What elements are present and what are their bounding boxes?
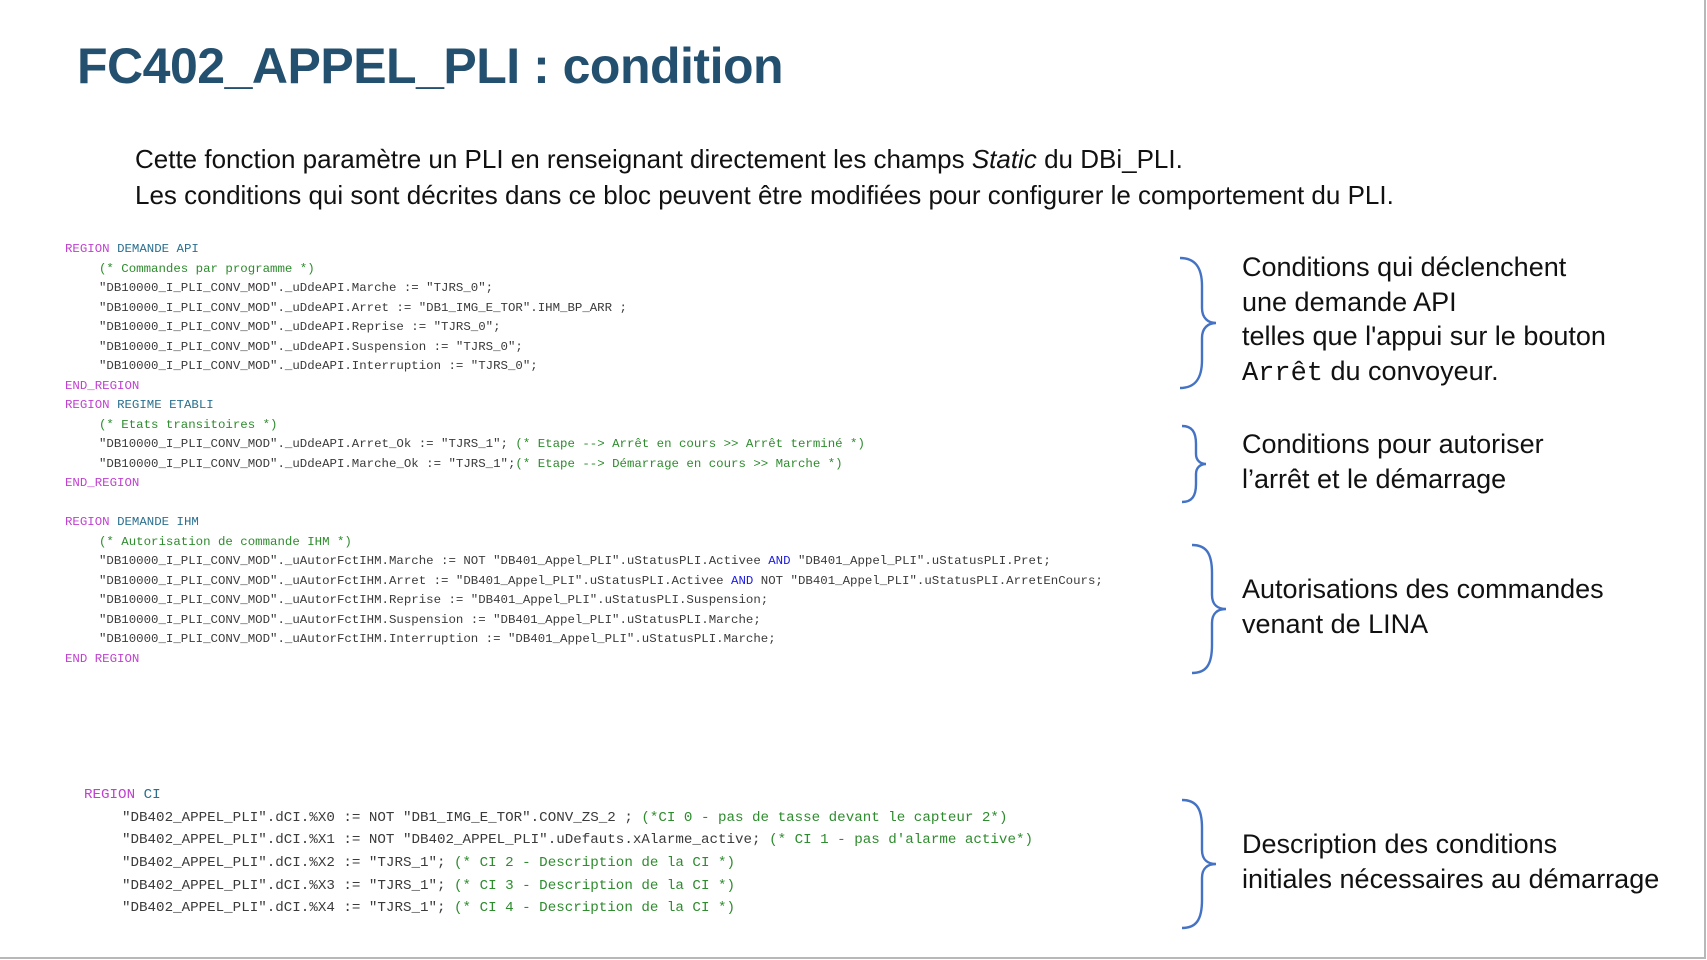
region-keyword: REGION — [65, 398, 110, 412]
code-line: "DB402_APPEL_PLI".dCI.%X1 := NOT "DB402_… — [84, 829, 1033, 852]
code-block-main: REGION DEMANDE API (* Commandes par prog… — [65, 240, 1103, 669]
code-line: "DB10000_I_PLI_CONV_MOD"._uDdeAPI.Marche… — [99, 281, 494, 295]
code-line: "DB402_APPEL_PLI".dCI.%X0 := NOT "DB1_IM… — [84, 807, 1033, 830]
code-text: "DB402_APPEL_PLI".dCI.%X4 := "TJRS_1"; — [122, 900, 455, 917]
brace-icon — [1181, 798, 1217, 930]
code-line: REGION DEMANDE IHM — [65, 513, 1103, 533]
annotation-mono-text: Arrêt — [1242, 358, 1324, 389]
code-text: "DB402_APPEL_PLI".dCI.%X0 := NOT "DB1_IM… — [122, 809, 642, 826]
code-line: "DB10000_I_PLI_CONV_MOD"._uAutorFctIHM.M… — [65, 552, 1103, 572]
end-region: END_REGION — [65, 378, 140, 393]
operator-and: AND — [731, 573, 754, 588]
code-comment: (* CI 4 - Description de la CI *) — [454, 900, 736, 917]
code-line: "DB10000_I_PLI_CONV_MOD"._uAutorFctIHM.S… — [99, 612, 761, 627]
description-text: du DBi_PLI. — [1036, 144, 1183, 174]
code-comment: (* CI 3 - Description de la CI *) — [454, 877, 736, 894]
code-line: "DB10000_I_PLI_CONV_MOD"._uDdeAPI.Arret … — [99, 300, 627, 315]
code-line: "DB10000_I_PLI_CONV_MOD"._uDdeAPI.Suspen… — [99, 339, 523, 354]
code-line: "DB402_APPEL_PLI".dCI.%X3 := "TJRS_1"; (… — [84, 875, 1033, 898]
annotation-line: une demande API — [1242, 286, 1457, 317]
code-line: "DB402_APPEL_PLI".dCI.%X4 := "TJRS_1"; (… — [84, 897, 1033, 920]
code-comment: (* Commandes par programme *) — [99, 261, 315, 276]
code-comment: (* Autorisation de commande IHM *) — [99, 534, 352, 549]
slide-title: FC402_APPEL_PLI : condition — [77, 38, 784, 94]
code-text: "DB10000_I_PLI_CONV_MOD"._uDdeAPI.Marche… — [99, 456, 516, 471]
code-text: "DB402_APPEL_PLI".dCI.%X3 := "TJRS_1"; — [122, 877, 455, 894]
code-comment: (* Etape --> Arrêt en cours >> Arrêt ter… — [515, 437, 865, 451]
annotation-line: Autorisations des commandes — [1242, 574, 1604, 604]
code-block-ci: REGION CI "DB402_APPEL_PLI".dCI.%X0 := N… — [84, 784, 1033, 920]
brace-icon — [1179, 256, 1217, 390]
code-text: "DB10000_I_PLI_CONV_MOD"._uDdeAPI.Arret_… — [99, 437, 516, 451]
description-italic: Static — [971, 144, 1037, 174]
code-comment: (* CI 2 - Description de la CI *) — [454, 855, 736, 872]
annotation-demande-ihm: Autorisations des commandes venant de LI… — [1242, 572, 1604, 641]
annotation-line: Arrêt du convoyeur. — [1242, 354, 1606, 389]
code-comment: (* CI 1 - pas d'alarme active*) — [769, 832, 1033, 849]
annotation-line: telles que l'appui sur le bouton — [1242, 321, 1606, 351]
annotation-text: du convoyeur. — [1323, 355, 1499, 386]
operator-and: AND — [768, 554, 791, 568]
end-region: END_REGION — [65, 476, 140, 490]
description-line-1: Cette fonction paramètre un PLI en rense… — [135, 141, 1394, 177]
brace-icon — [1181, 424, 1207, 504]
brace-icon — [1191, 543, 1227, 675]
region-keyword: REGION — [84, 787, 136, 803]
code-comment: (* Etats transitoires *) — [99, 417, 278, 432]
code-line: "DB10000_I_PLI_CONV_MOD"._uAutorFctIHM.A… — [65, 572, 1103, 592]
code-line: "DB10000_I_PLI_CONV_MOD"._uDdeAPI.Marche… — [65, 455, 1103, 475]
blank-line — [65, 494, 1103, 514]
annotation-ci: Description des conditions initiales néc… — [1242, 827, 1659, 896]
code-text: "DB402_APPEL_PLI".dCI.%X2 := "TJRS_1"; — [122, 855, 455, 872]
annotation-line: Description des conditions — [1242, 829, 1558, 859]
code-line: REGION CI — [84, 784, 1033, 807]
region-keyword: REGION — [65, 515, 110, 529]
description: Cette fonction paramètre un PLI en rense… — [135, 141, 1394, 213]
region-keyword: REGION — [65, 242, 110, 256]
code-text: "DB10000_I_PLI_CONV_MOD"._uAutorFctIHM.M… — [99, 554, 769, 568]
code-line: REGION DEMANDE API — [65, 240, 1103, 260]
code-line: "DB10000_I_PLI_CONV_MOD"._uAutorFctIHM.I… — [99, 632, 776, 646]
description-line-2: Les conditions qui sont décrites dans ce… — [135, 180, 1394, 210]
code-line: "DB402_APPEL_PLI".dCI.%X2 := "TJRS_1"; (… — [84, 852, 1033, 875]
description-text: Cette fonction paramètre un PLI en rense… — [135, 144, 972, 174]
annotation-demande-api: Conditions qui déclenchent une demande A… — [1242, 250, 1606, 389]
code-comment: (* Etape --> Démarrage en cours >> March… — [515, 456, 843, 471]
annotation-line: l’arrêt et le démarrage — [1242, 463, 1507, 494]
annotation-line: initiales nécessaires au démarrage — [1242, 863, 1660, 894]
annotation-line: Conditions qui déclenchent — [1242, 252, 1567, 282]
code-text: "DB401_Appel_PLI".uStatusPLI.Pret; — [790, 554, 1051, 568]
annotation-regime-etabli: Conditions pour autoriser l’arrêt et le … — [1242, 427, 1544, 496]
region-name: CI — [143, 787, 161, 803]
code-comment: (*CI 0 - pas de tasse devant le capteur … — [641, 809, 1008, 826]
annotation-line: Conditions pour autoriser — [1242, 429, 1544, 459]
code-line: REGION REGIME ETABLI — [65, 396, 1103, 416]
code-text: NOT "DB401_Appel_PLI".uStatusPLI.ArretEn… — [753, 573, 1103, 588]
region-name: REGIME ETABLI — [117, 398, 214, 412]
region-name: DEMANDE IHM — [117, 515, 199, 529]
annotation-line: venant de LINA — [1242, 608, 1429, 639]
code-line: "DB10000_I_PLI_CONV_MOD"._uAutorFctIHM.R… — [99, 593, 769, 607]
code-text: "DB402_APPEL_PLI".dCI.%X1 := NOT "DB402_… — [122, 832, 770, 849]
region-name: DEMANDE API — [117, 242, 199, 256]
code-line: "DB10000_I_PLI_CONV_MOD"._uDdeAPI.Repris… — [99, 320, 501, 334]
code-line: "DB10000_I_PLI_CONV_MOD"._uDdeAPI.Arret_… — [65, 435, 1103, 455]
end-region: END REGION — [65, 651, 140, 666]
code-line: "DB10000_I_PLI_CONV_MOD"._uDdeAPI.Interr… — [99, 359, 538, 373]
code-text: "DB10000_I_PLI_CONV_MOD"._uAutorFctIHM.A… — [99, 573, 732, 588]
